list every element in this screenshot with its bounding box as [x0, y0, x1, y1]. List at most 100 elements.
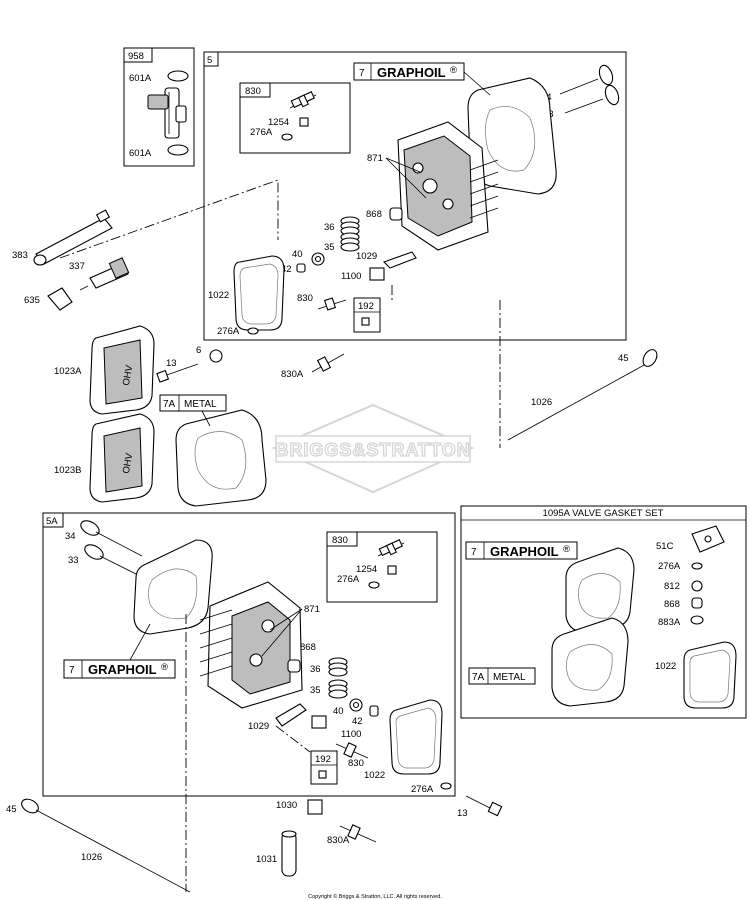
- label-601a-2: 601A: [129, 148, 152, 159]
- spring-36-top: [340, 216, 360, 236]
- washer-276a-bot-2: [440, 782, 452, 790]
- label-1023b: 1023B: [54, 465, 81, 476]
- label-1030: 1030: [276, 800, 297, 811]
- svg-text:METAL: METAL: [184, 399, 217, 410]
- label-1029-top: 1029: [356, 251, 377, 262]
- label-34-bot: 34: [65, 531, 76, 542]
- label-812: 812: [664, 581, 680, 592]
- label-868-set: 868: [664, 599, 680, 610]
- svg-text:GRAPHOIL: GRAPHOIL: [88, 662, 157, 677]
- label-871-top: 871: [367, 153, 383, 164]
- svg-text:7A: 7A: [472, 672, 485, 683]
- gasket-883a: [690, 615, 704, 625]
- label-36-bot: 36: [310, 664, 321, 675]
- label-1026-bot: 1026: [81, 852, 102, 863]
- label-830a-bot: 830A: [327, 835, 350, 846]
- gasket-1022-bot: [389, 699, 443, 775]
- label-35-bot: 35: [310, 685, 321, 696]
- svg-text:GRAPHOIL: GRAPHOIL: [490, 544, 559, 559]
- washer-276a-top-2: [247, 327, 259, 335]
- label-337: 337: [69, 261, 85, 272]
- label-276a-top-2: 276A: [217, 326, 240, 337]
- svg-text:®: ®: [563, 544, 570, 555]
- label-868-bot: 868: [300, 642, 316, 653]
- label-40-bot: 40: [333, 706, 344, 717]
- spring-36-bot: [328, 657, 348, 677]
- svg-text:METAL: METAL: [493, 672, 526, 683]
- valve-33-bot: [84, 544, 145, 579]
- stud-830-bot: [377, 538, 405, 557]
- seal-868-top: [389, 207, 403, 221]
- label-45-top: 45: [618, 353, 629, 364]
- washer-276a-bot: [368, 581, 380, 589]
- label-1100-bot: 1100: [341, 729, 361, 740]
- label-1023a: 1023A: [54, 366, 82, 377]
- label-601a-1: 601A: [129, 73, 152, 84]
- cap-42-top: [296, 263, 306, 273]
- pin-1031: [281, 830, 297, 877]
- label-42-bot: 42: [352, 716, 363, 727]
- valve-cover-1023b: OHV: [89, 413, 155, 503]
- push-rod-1026-top: [507, 349, 658, 441]
- seal-812: [691, 580, 703, 592]
- metal-tag-top: 7A METAL: [159, 394, 227, 412]
- label-868-top: 868: [366, 209, 382, 220]
- label-33-bot: 33: [68, 555, 79, 566]
- label-1100-top: 1100: [341, 271, 361, 282]
- box-5-label: 5: [207, 55, 212, 66]
- label-830-bot: 830: [348, 758, 364, 769]
- cap-42-bot: [369, 705, 379, 717]
- svg-text:GRAPHOIL: GRAPHOIL: [377, 65, 446, 80]
- watermark-text: BRIGGS&STRATTON: [275, 440, 470, 460]
- nut-1254-bot: [387, 565, 397, 575]
- box-5a-label: 5A: [46, 516, 58, 527]
- box-192-bot: 192: [310, 750, 338, 785]
- washer-276a-set: [691, 562, 703, 570]
- rocker-1029-top: [382, 251, 417, 269]
- nut-1254-top: [299, 117, 309, 127]
- box-5a: 5A 34 33 7 GRAPHOIL ®: [42, 512, 456, 797]
- svg-text:192: 192: [315, 754, 331, 765]
- svg-text:276A: 276A: [337, 574, 360, 585]
- spring-35-top: [340, 232, 360, 252]
- label-1031: 1031: [256, 854, 277, 865]
- seal-868-bot: [287, 659, 301, 673]
- bolt-13-top: [156, 363, 199, 383]
- svg-text:192: 192: [358, 301, 374, 312]
- head-gasket-graphoil-top: [467, 77, 557, 195]
- rocker-1029-bot: [275, 703, 307, 727]
- box-5: 5 7 GRAPHOIL ® 830 1254 276A 34: [203, 51, 627, 341]
- clamp-601a-top: [167, 70, 189, 82]
- gasket-1022-top: [233, 255, 285, 331]
- box-958-label: 958: [128, 51, 144, 62]
- label-13-bot: 13: [457, 808, 468, 819]
- box-192-top: 192: [353, 297, 381, 333]
- label-1029-bot: 1029: [248, 721, 269, 732]
- cylinder-head-top: [397, 121, 499, 251]
- graphoil-tag-set: 7 GRAPHOIL ®: [465, 541, 578, 560]
- svg-text:OHV: OHV: [121, 452, 136, 475]
- gasket-set-title: 1095A VALVE GASKET SET: [543, 508, 664, 519]
- bolt-13-bot: [465, 795, 503, 817]
- label-871-bot: 871: [304, 604, 320, 615]
- svg-text:®: ®: [450, 65, 457, 76]
- guide-1100-top: [369, 267, 385, 281]
- watermark-logo: BRIGGS&STRATTON: [271, 403, 475, 494]
- label-383: 383: [12, 250, 28, 261]
- svg-text:276A: 276A: [250, 127, 273, 138]
- head-gasket-graphoil-bot: [133, 539, 213, 635]
- stud-830-top: [289, 90, 317, 109]
- box-830-top: 830 1254 276A: [239, 82, 351, 154]
- graphoil-tag-bottom: 7 GRAPHOIL ®: [63, 659, 176, 679]
- fuel-shutoff-valve: [147, 87, 187, 139]
- label-1022-top: 1022: [208, 290, 229, 301]
- label-830a-top: 830A: [281, 369, 304, 380]
- label-13-top: 13: [166, 358, 177, 369]
- svg-text:7: 7: [69, 665, 75, 676]
- valve-34-top: [559, 64, 614, 95]
- stud-830a-top: [311, 353, 345, 373]
- label-830-top: 830: [297, 293, 313, 304]
- svg-text:830: 830: [332, 535, 348, 546]
- spring-35-bot: [328, 679, 348, 699]
